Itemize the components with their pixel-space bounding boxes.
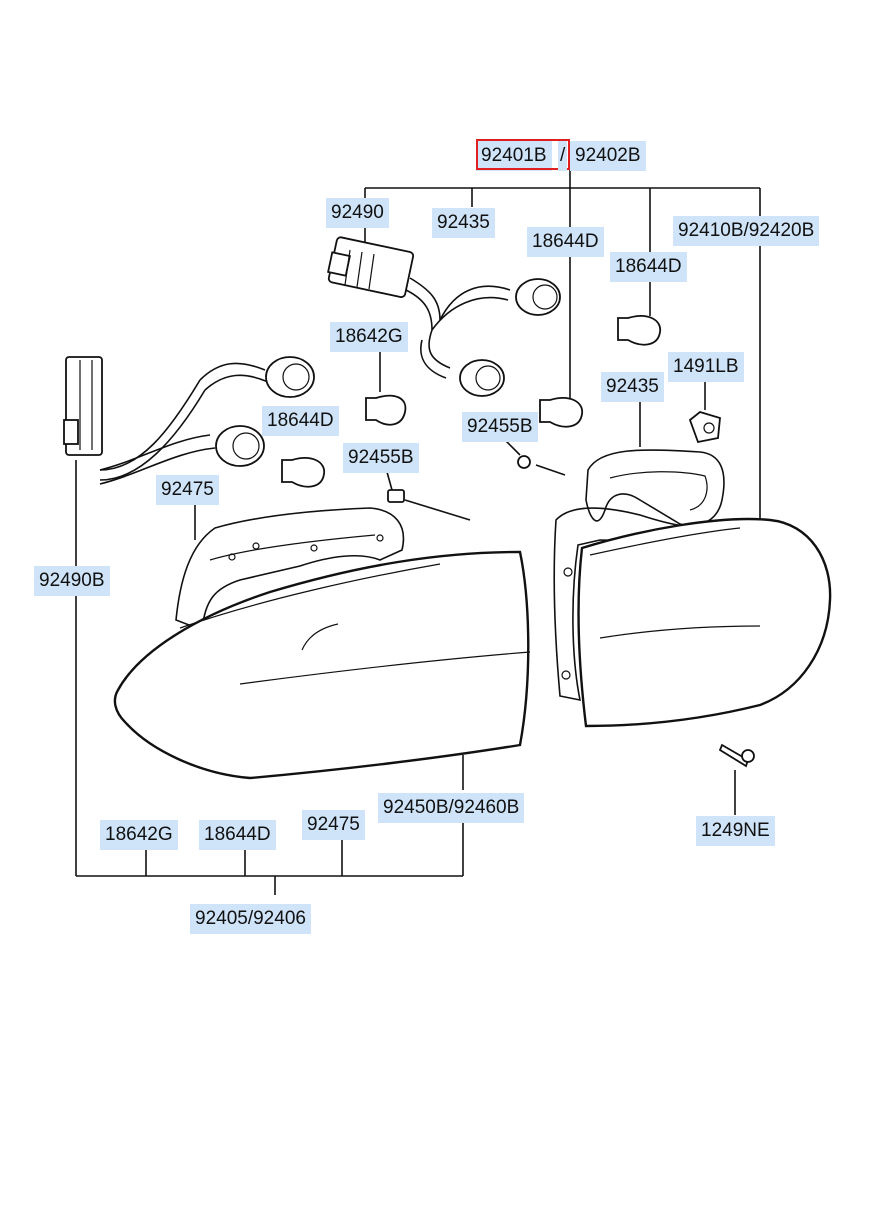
part-label-assembly-top-a[interactable]: 92401B [476,141,552,171]
part-label-screw-right[interactable]: 92455B [462,412,538,442]
part-label-lens-left[interactable]: 92450B/92460B [378,793,525,823]
leader-lines [75,170,761,895]
part-label-bottom-assembly[interactable]: 92405/92406 [190,904,311,934]
part-label-screw-left[interactable]: 92455B [343,443,419,473]
part-label-bulb-d-right-far[interactable]: 18644D [610,252,687,282]
part-label-bottom-bulb-g[interactable]: 18642G [100,820,178,850]
left-lens [113,550,531,780]
part-label-gasket-right-top[interactable]: 92435 [432,208,495,238]
part-label-bulb-d-right-upper[interactable]: 18644D [527,227,604,257]
part-label-harness-right[interactable]: 92490 [326,198,389,228]
part-label-gasket-right[interactable]: 92435 [601,372,664,402]
part-label-assembly-top-b[interactable]: 92402B [570,141,646,171]
right-wiring-harness [327,236,561,397]
part-label-separator: / [558,141,568,171]
part-label-tapping-screw[interactable]: 1249NE [696,816,775,846]
right-lens [577,517,832,728]
bulbs [281,315,661,488]
left-gasket [175,507,405,632]
part-label-clip[interactable]: 1491LB [668,352,744,382]
part-label-bulb-d-left[interactable]: 18644D [262,406,339,436]
left-wiring-harness [63,356,315,485]
part-label-harness-left[interactable]: 92490B [34,566,110,596]
fasteners [387,411,755,768]
part-label-bottom-gasket[interactable]: 92475 [302,810,365,840]
part-label-bulb-g-right[interactable]: 18642G [330,322,408,352]
part-label-gasket-left[interactable]: 92475 [156,475,219,505]
part-label-bottom-bulb-d[interactable]: 18644D [199,820,276,850]
part-label-lens-right[interactable]: 92410B/92420B [673,216,820,246]
